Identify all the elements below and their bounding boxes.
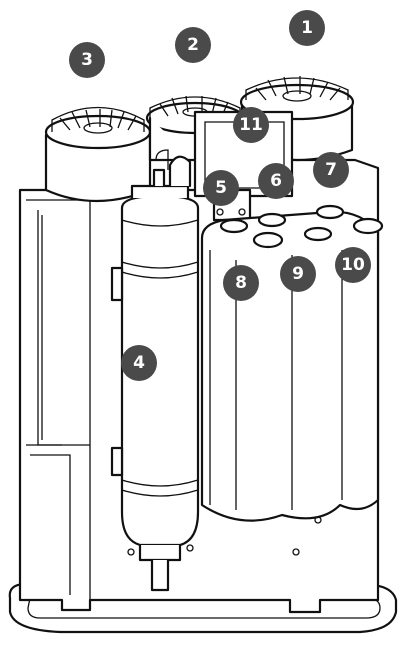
callout-4: 4 (121, 345, 157, 381)
callout-2: 2 (175, 27, 211, 63)
callout-4-label: 4 (133, 353, 145, 373)
callout-1: 1 (289, 10, 325, 46)
callout-9: 9 (280, 256, 316, 292)
callout-9-label: 9 (292, 264, 304, 284)
cartridge-4-column (110, 149, 200, 592)
callout-3: 3 (69, 42, 105, 78)
callout-8: 8 (223, 265, 259, 301)
callout-10: 10 (335, 247, 371, 283)
callout-8-label: 8 (235, 273, 247, 293)
callout-6: 6 (258, 163, 294, 199)
callout-1-label: 1 (301, 18, 313, 38)
callout-2-label: 2 (187, 35, 199, 55)
callout-6-label: 6 (270, 171, 282, 191)
callout-5: 5 (203, 170, 239, 206)
callout-7-label: 7 (325, 160, 337, 180)
callout-11-label: 11 (239, 115, 263, 135)
callout-5-label: 5 (215, 178, 227, 198)
callout-11: 11 (233, 107, 269, 143)
callout-3-label: 3 (81, 50, 93, 70)
callout-10-label: 10 (341, 255, 365, 275)
callout-7: 7 (313, 152, 349, 188)
